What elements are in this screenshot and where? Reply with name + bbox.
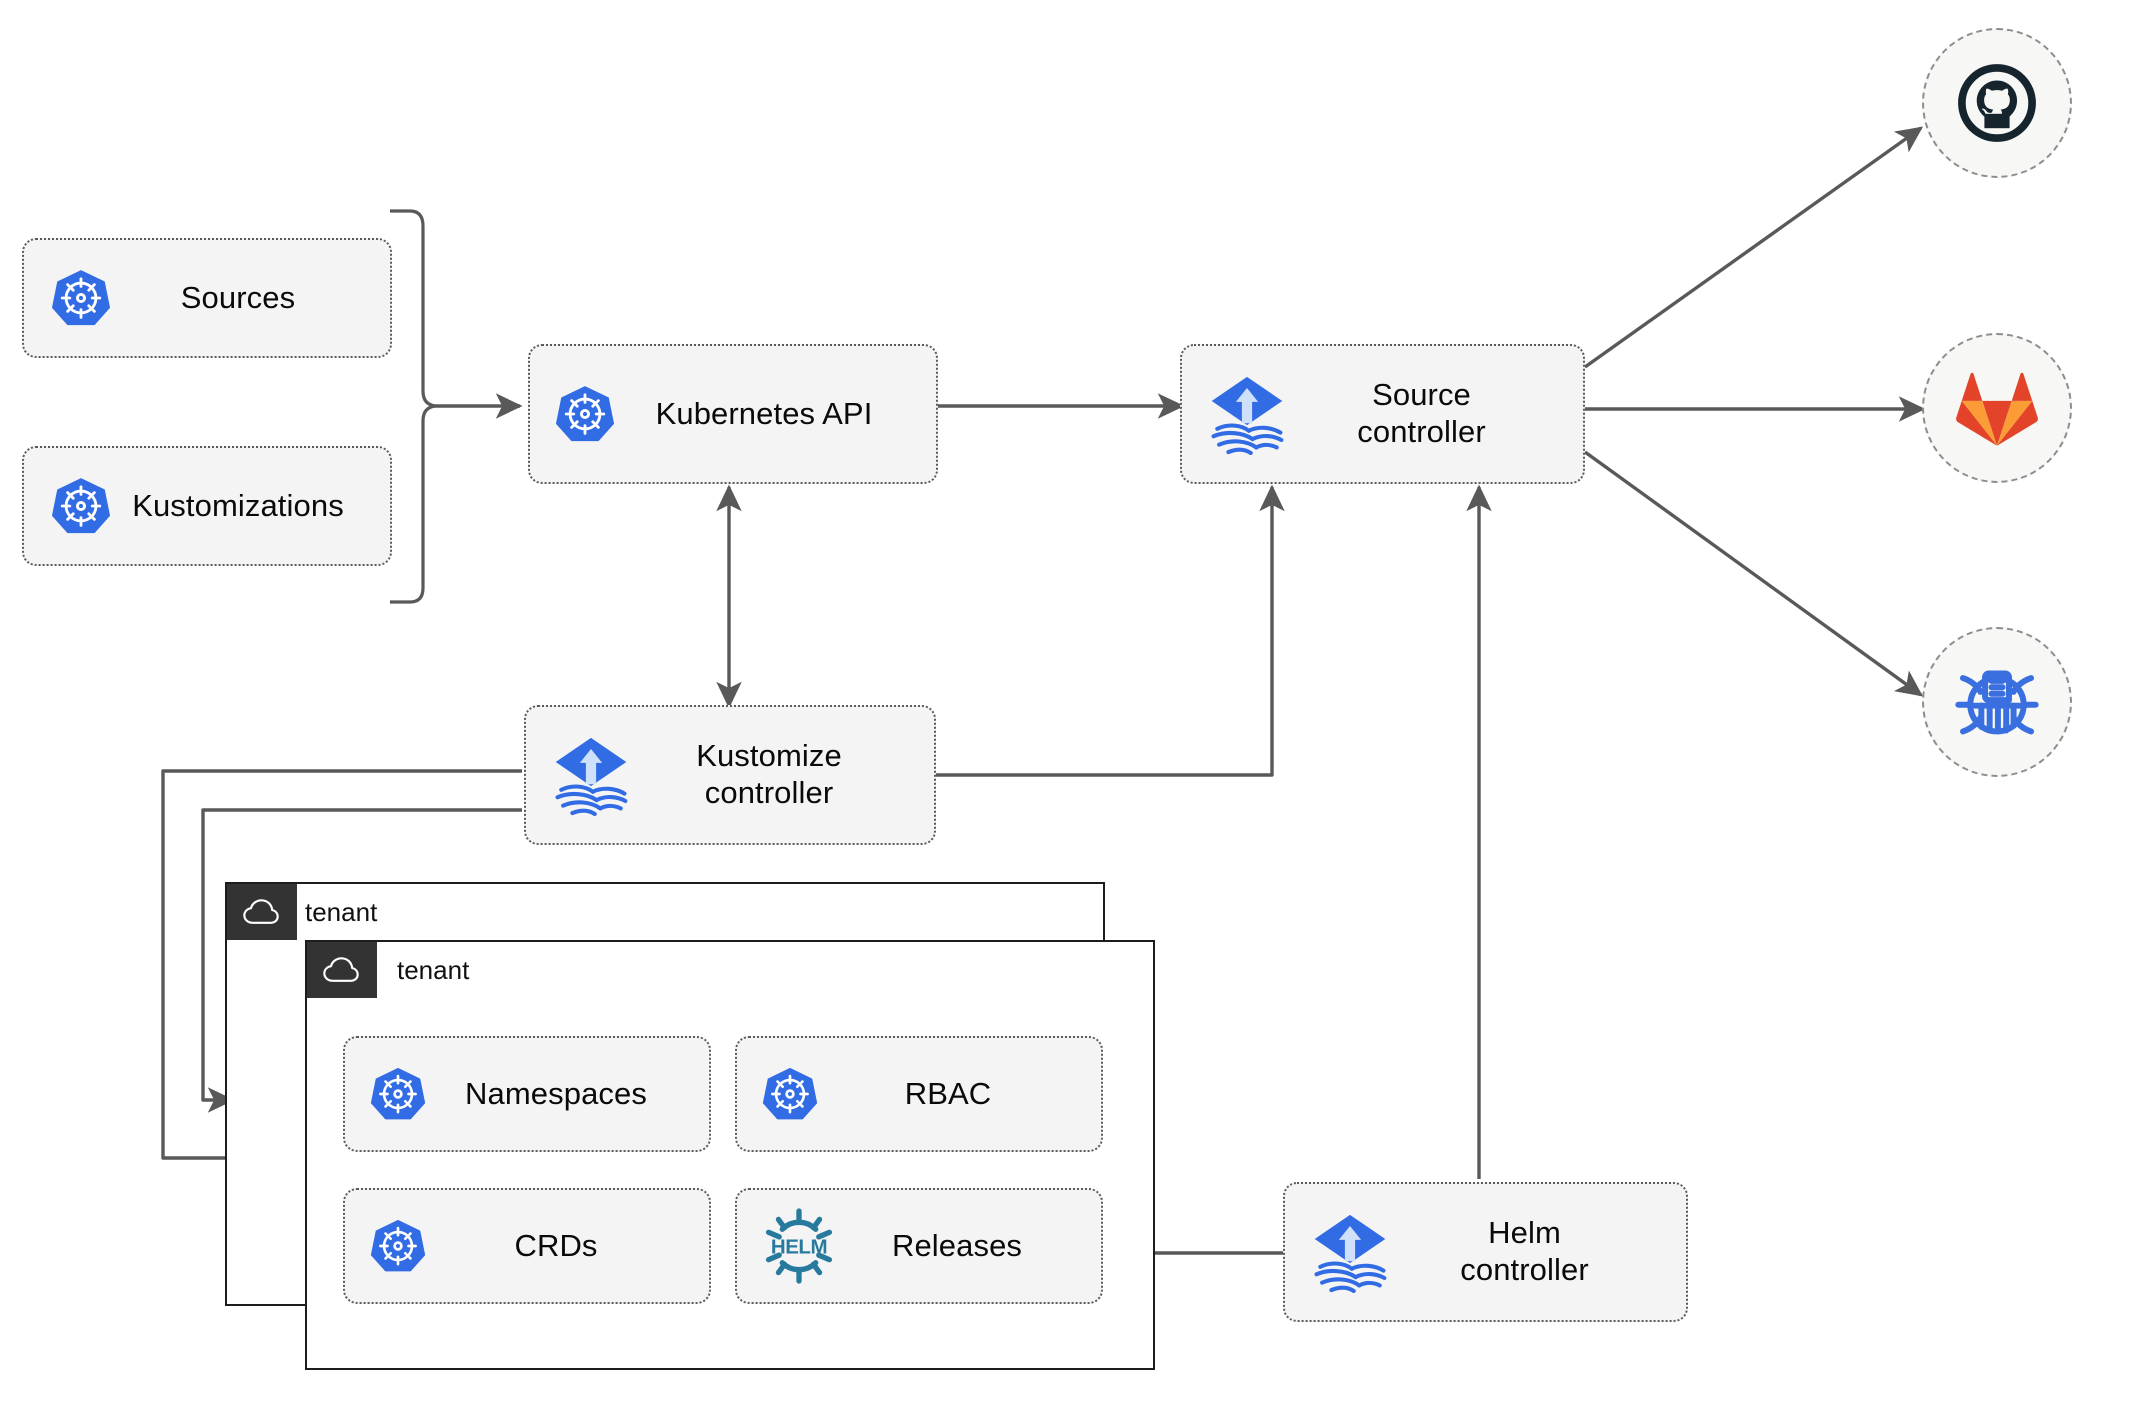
node-label: Kustomize controller (696, 738, 842, 810)
node-kustomizations[interactable]: Kustomizations (22, 446, 392, 566)
kubernetes-icon (554, 383, 616, 445)
node-label: Releases (891, 1227, 1023, 1263)
tenant-label-2: tenant (397, 954, 470, 985)
group-brace (390, 209, 438, 604)
cloud-icon (323, 957, 359, 982)
kubernetes-icon (369, 1065, 427, 1123)
cloud-icon (243, 899, 279, 924)
flux-icon (552, 734, 630, 816)
kubernetes-icon (50, 267, 112, 329)
node-helm-controller[interactable]: Helm controller (1283, 1182, 1688, 1322)
node-label: Kustomizations (132, 487, 344, 523)
edge-sourcectl-github (1584, 126, 1924, 369)
node-label: CRDs (514, 1227, 598, 1263)
helm-icon: HELM (761, 1208, 837, 1284)
edge-sourcectl-bucket (1584, 450, 1924, 697)
provider-gitlab[interactable] (1922, 333, 2072, 483)
tenant-container-2: tenant (305, 940, 1155, 1370)
provider-github[interactable] (1922, 28, 2072, 178)
node-label: Namespaces (465, 1075, 647, 1111)
edge-kustomizectl-sourcectl (934, 484, 1285, 777)
flux-icon (1208, 373, 1286, 455)
tenant-tab-2 (307, 942, 377, 998)
kubernetes-icon (50, 475, 112, 537)
node-crds[interactable]: CRDs (343, 1188, 711, 1304)
node-label: Source controller (1357, 377, 1486, 449)
node-sources[interactable]: Sources (22, 238, 392, 358)
node-releases[interactable]: HELM Releases (735, 1188, 1103, 1304)
node-namespaces[interactable]: Namespaces (343, 1036, 711, 1152)
bucket-icon (1955, 670, 2039, 735)
tenant-tab-1 (227, 884, 297, 940)
provider-bucket[interactable] (1922, 627, 2072, 777)
node-source-controller[interactable]: Source controller (1180, 344, 1585, 484)
github-icon (1958, 64, 2036, 142)
tenant-label-1: tenant (305, 896, 378, 927)
node-label: RBAC (904, 1075, 992, 1111)
kubernetes-icon (369, 1217, 427, 1275)
flux-icon (1311, 1211, 1389, 1293)
node-rbac[interactable]: RBAC (735, 1036, 1103, 1152)
node-label: Kubernetes API (655, 395, 873, 431)
node-kubernetes-api[interactable]: Kubernetes API (528, 344, 938, 484)
gitlab-icon (1956, 372, 2038, 446)
kubernetes-icon (761, 1065, 819, 1123)
svg-text:HELM: HELM (771, 1236, 827, 1259)
node-kustomize-controller[interactable]: Kustomize controller (524, 705, 936, 845)
node-label: Sources (180, 279, 296, 315)
node-label: Helm controller (1460, 1215, 1589, 1287)
